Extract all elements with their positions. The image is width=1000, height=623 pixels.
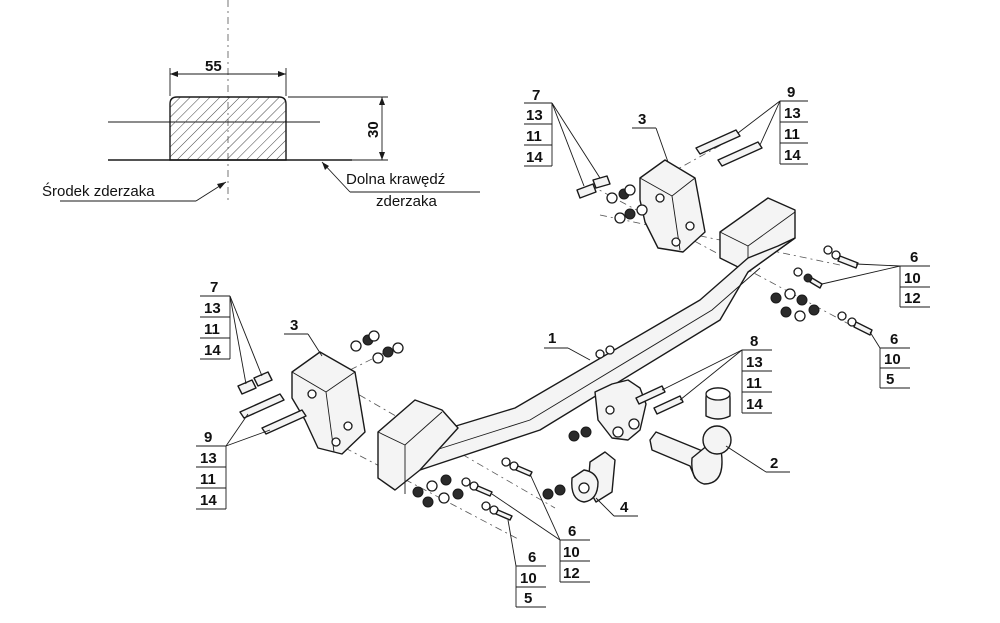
callout-row: 10 bbox=[563, 544, 580, 561]
callout-row: 13 bbox=[204, 300, 221, 317]
side-bracket-left bbox=[291, 351, 366, 455]
callout-head: 6 bbox=[910, 249, 918, 266]
label-bumper-bottom-edge-2: zderzaka bbox=[376, 193, 438, 210]
callout-row: 10 bbox=[520, 570, 537, 587]
callout-head: 7 bbox=[532, 87, 540, 104]
callout-row: 5 bbox=[524, 590, 532, 607]
callout-row: 13 bbox=[746, 354, 763, 371]
callout-head: 6 bbox=[568, 523, 576, 540]
callout-head: 8 bbox=[750, 333, 758, 350]
callout-7-top: 7 13 11 14 bbox=[524, 87, 601, 187]
callout-6-right-b: 6 10 5 bbox=[869, 331, 910, 389]
side-bracket-right bbox=[639, 159, 706, 253]
callout-6-right-a: 6 10 12 bbox=[821, 249, 930, 308]
part-label-3-left: 3 bbox=[290, 317, 298, 334]
callout-row: 5 bbox=[886, 371, 894, 388]
callout-row: 14 bbox=[204, 342, 221, 359]
main-crossbar bbox=[377, 197, 796, 494]
part-labels: 1 2 3 3 4 bbox=[284, 111, 790, 517]
callout-row: 10 bbox=[904, 270, 921, 287]
callout-head: 6 bbox=[890, 331, 898, 348]
callout-row: 12 bbox=[563, 565, 580, 582]
callout-7-left: 7 13 11 14 bbox=[200, 279, 263, 385]
callout-row: 13 bbox=[200, 450, 217, 467]
part-label-1: 1 bbox=[548, 330, 556, 347]
callout-head: 9 bbox=[204, 429, 212, 446]
part-label-4: 4 bbox=[620, 499, 629, 516]
callout-6-bottom-b: 6 10 5 bbox=[507, 519, 546, 608]
dimension-height: 30 bbox=[365, 121, 382, 138]
electrical-socket-plate bbox=[571, 451, 616, 503]
label-bumper-center: Środek zderzaka bbox=[42, 182, 155, 200]
callout-8: 8 13 11 14 bbox=[661, 333, 772, 414]
callout-stacks: 7 13 11 14 9 13 11 14 6 bbox=[196, 84, 930, 608]
bumper-dimension-detail: 55 30 Środek zderzaka Dolna krawędź zder… bbox=[42, 0, 480, 210]
callout-row: 14 bbox=[784, 147, 801, 164]
callout-9-top: 9 13 11 14 bbox=[737, 84, 808, 165]
callout-row: 14 bbox=[200, 492, 217, 509]
callout-row: 14 bbox=[526, 149, 543, 166]
part-label-3-right: 3 bbox=[638, 111, 646, 128]
hitch-ball-zone bbox=[169, 96, 287, 161]
callout-row: 10 bbox=[884, 351, 901, 368]
callout-row: 11 bbox=[784, 126, 800, 143]
callout-head: 9 bbox=[787, 84, 795, 101]
part-label-2: 2 bbox=[770, 455, 778, 472]
callout-9-left: 9 13 11 14 bbox=[196, 413, 271, 510]
callout-row: 13 bbox=[784, 105, 801, 122]
callout-row: 11 bbox=[746, 375, 762, 392]
callout-row: 11 bbox=[204, 321, 220, 338]
callout-head: 6 bbox=[528, 549, 536, 566]
callout-row: 11 bbox=[526, 128, 542, 145]
callout-row: 14 bbox=[746, 396, 763, 413]
callout-6-bottom-a: 6 10 12 bbox=[491, 473, 590, 583]
callout-row: 12 bbox=[904, 290, 921, 307]
callout-row: 11 bbox=[200, 471, 216, 488]
dimension-width: 55 bbox=[205, 58, 222, 75]
tow-ball bbox=[649, 387, 732, 485]
callout-row: 13 bbox=[526, 107, 543, 124]
callout-head: 7 bbox=[210, 279, 218, 296]
label-bumper-bottom-edge-1: Dolna krawędź bbox=[346, 171, 445, 188]
hardware bbox=[237, 129, 873, 521]
